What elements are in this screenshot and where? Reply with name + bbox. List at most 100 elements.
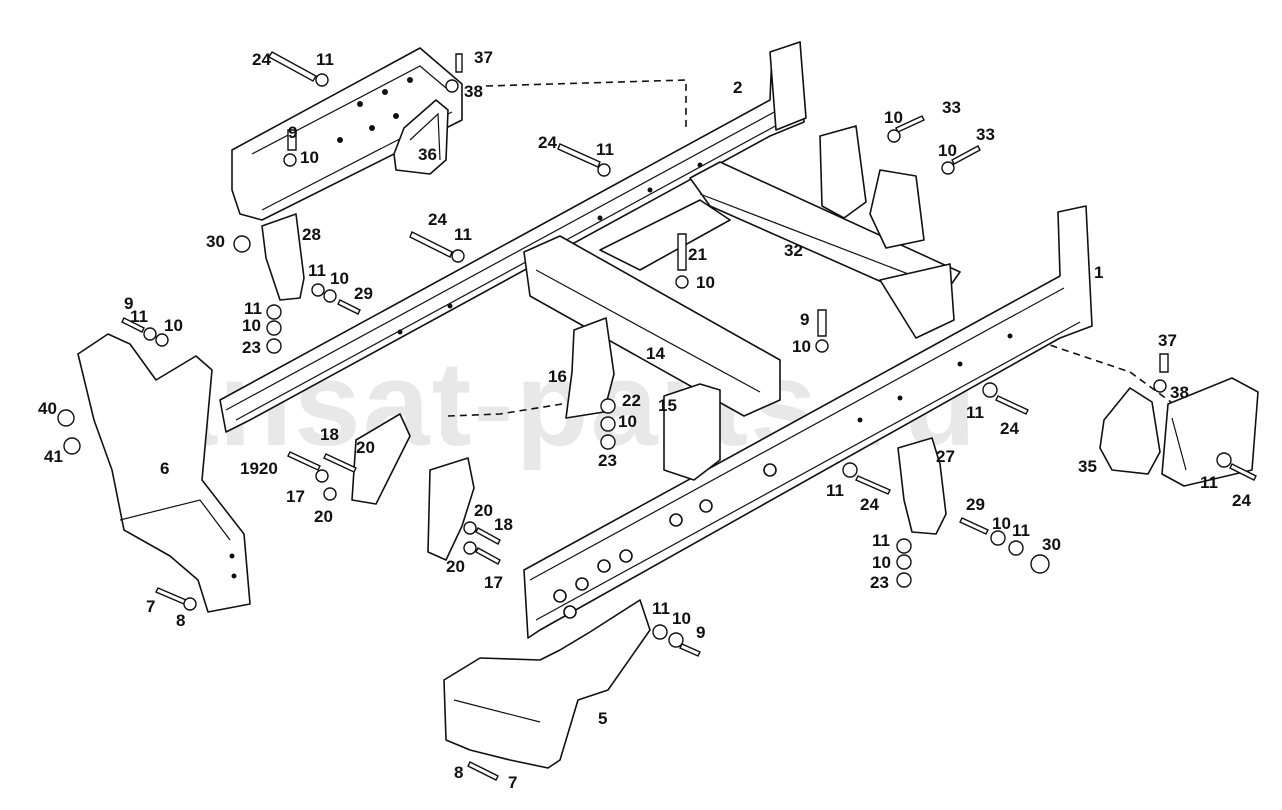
bolt-icon (1159, 353, 1169, 373)
bracket-35 (1099, 387, 1161, 475)
part-number-label: 18 (320, 425, 339, 444)
nut-icon (63, 437, 81, 455)
part-number-label: 21 (688, 245, 707, 264)
part-number-label: 17 (484, 573, 503, 592)
washer-icon (315, 469, 329, 483)
part-number-label: 10 (164, 316, 183, 335)
washer-icon (675, 275, 689, 289)
bolt-icon (467, 761, 499, 781)
part-number-label: 11 (1200, 473, 1218, 492)
part-number-label: 11 (130, 307, 148, 326)
part-number-label: 7 (508, 773, 517, 792)
part-number-label: 10 (872, 553, 891, 572)
washer-icon (323, 487, 337, 501)
washer-icon (941, 161, 955, 175)
part-number-label: 30 (206, 232, 225, 251)
part-number-label: 36 (418, 145, 437, 164)
part-number-label: 27 (936, 447, 955, 466)
bolt-icon (951, 145, 981, 165)
washer-icon (283, 153, 297, 167)
part-number-label: 11 (826, 481, 844, 500)
washer-icon (445, 79, 459, 93)
nut-icon (1030, 554, 1050, 574)
part-number-label: 11 (966, 403, 984, 422)
part-number-label: 35 (1078, 457, 1097, 476)
part-number-label: 41 (44, 447, 63, 466)
washer-icon (842, 462, 858, 478)
washer-icon (1008, 540, 1024, 556)
part-number-label: 11 (872, 531, 890, 550)
bolt-icon (895, 115, 925, 133)
part-number-label: 20 (356, 438, 375, 457)
rear-crossmember (689, 125, 961, 339)
washer-icon (266, 304, 282, 320)
part-number-label: 24 (252, 50, 271, 69)
part-number-label: 14 (646, 344, 665, 363)
part-number-label: 10 (696, 273, 715, 292)
part-number-label: 10 (300, 148, 319, 167)
part-number-label: 6 (160, 459, 169, 478)
nut-icon (600, 434, 616, 450)
part-number-label: 16 (548, 367, 567, 386)
washer-icon (266, 320, 282, 336)
washer-icon (887, 129, 901, 143)
part-number-label: 10 (792, 337, 811, 356)
part-number-label: 40 (38, 399, 57, 418)
bolt-icon (679, 643, 701, 657)
part-number-label: 24 (860, 495, 879, 514)
part-number-label: 24 (1000, 419, 1019, 438)
part-number-label: 5 (598, 709, 607, 728)
right-frame-rail (523, 205, 1093, 639)
part-number-label: 11 (652, 599, 670, 618)
rubber-buffer (1161, 377, 1259, 487)
rear-support-5 (443, 599, 651, 769)
washer-icon (982, 382, 998, 398)
bolt-icon (455, 53, 463, 73)
bracket-27 (897, 437, 947, 535)
bracket-28 (261, 213, 305, 301)
bolt-icon (557, 143, 601, 168)
part-number-label: 11 (244, 299, 262, 318)
bolt-icon (995, 395, 1029, 415)
part-number-label: 23 (598, 451, 617, 470)
bolt-icon (1229, 463, 1257, 481)
part-number-label: 37 (474, 48, 493, 67)
part-number-label: 10 (992, 514, 1011, 533)
part-number-label: 10 (672, 609, 691, 628)
part-number-label: 15 (658, 396, 677, 415)
part-number-label: 28 (302, 225, 321, 244)
part-number-label: 11 (1012, 521, 1030, 540)
part-number-label: 11 (316, 50, 334, 69)
leader-line-dashed (1004, 329, 1176, 406)
part-number-label: 9 (124, 294, 133, 313)
washer-icon (315, 73, 329, 87)
nut-icon (57, 409, 75, 427)
part-number-label: 8 (454, 763, 463, 782)
leader-line-dashed (447, 403, 563, 417)
part-number-label: 11 (596, 140, 614, 159)
bolt-icon (959, 517, 989, 535)
washer-icon (652, 624, 668, 640)
part-number-label: 1920 (240, 459, 278, 478)
centre-crossmember (523, 199, 781, 417)
part-number-label: 9 (288, 123, 297, 142)
washer-icon (600, 416, 616, 432)
part-number-label: 10 (618, 412, 637, 431)
part-number-label: 17 (286, 487, 305, 506)
part-number-label: 32 (784, 241, 803, 260)
bolt-icon (817, 309, 827, 337)
bracket-36 (393, 99, 449, 175)
part-number-label: 38 (464, 82, 483, 101)
part-number-label: 7 (146, 597, 155, 616)
washer-icon (600, 398, 616, 414)
part-number-label: 2 (733, 78, 742, 97)
washer-icon (597, 163, 611, 177)
washer-icon (463, 541, 477, 555)
part-number-label: 20 (446, 557, 465, 576)
bolt-icon (475, 547, 501, 565)
part-number-label: 10 (330, 269, 349, 288)
part-number-label: 33 (976, 125, 995, 144)
washer-icon (1216, 452, 1232, 468)
